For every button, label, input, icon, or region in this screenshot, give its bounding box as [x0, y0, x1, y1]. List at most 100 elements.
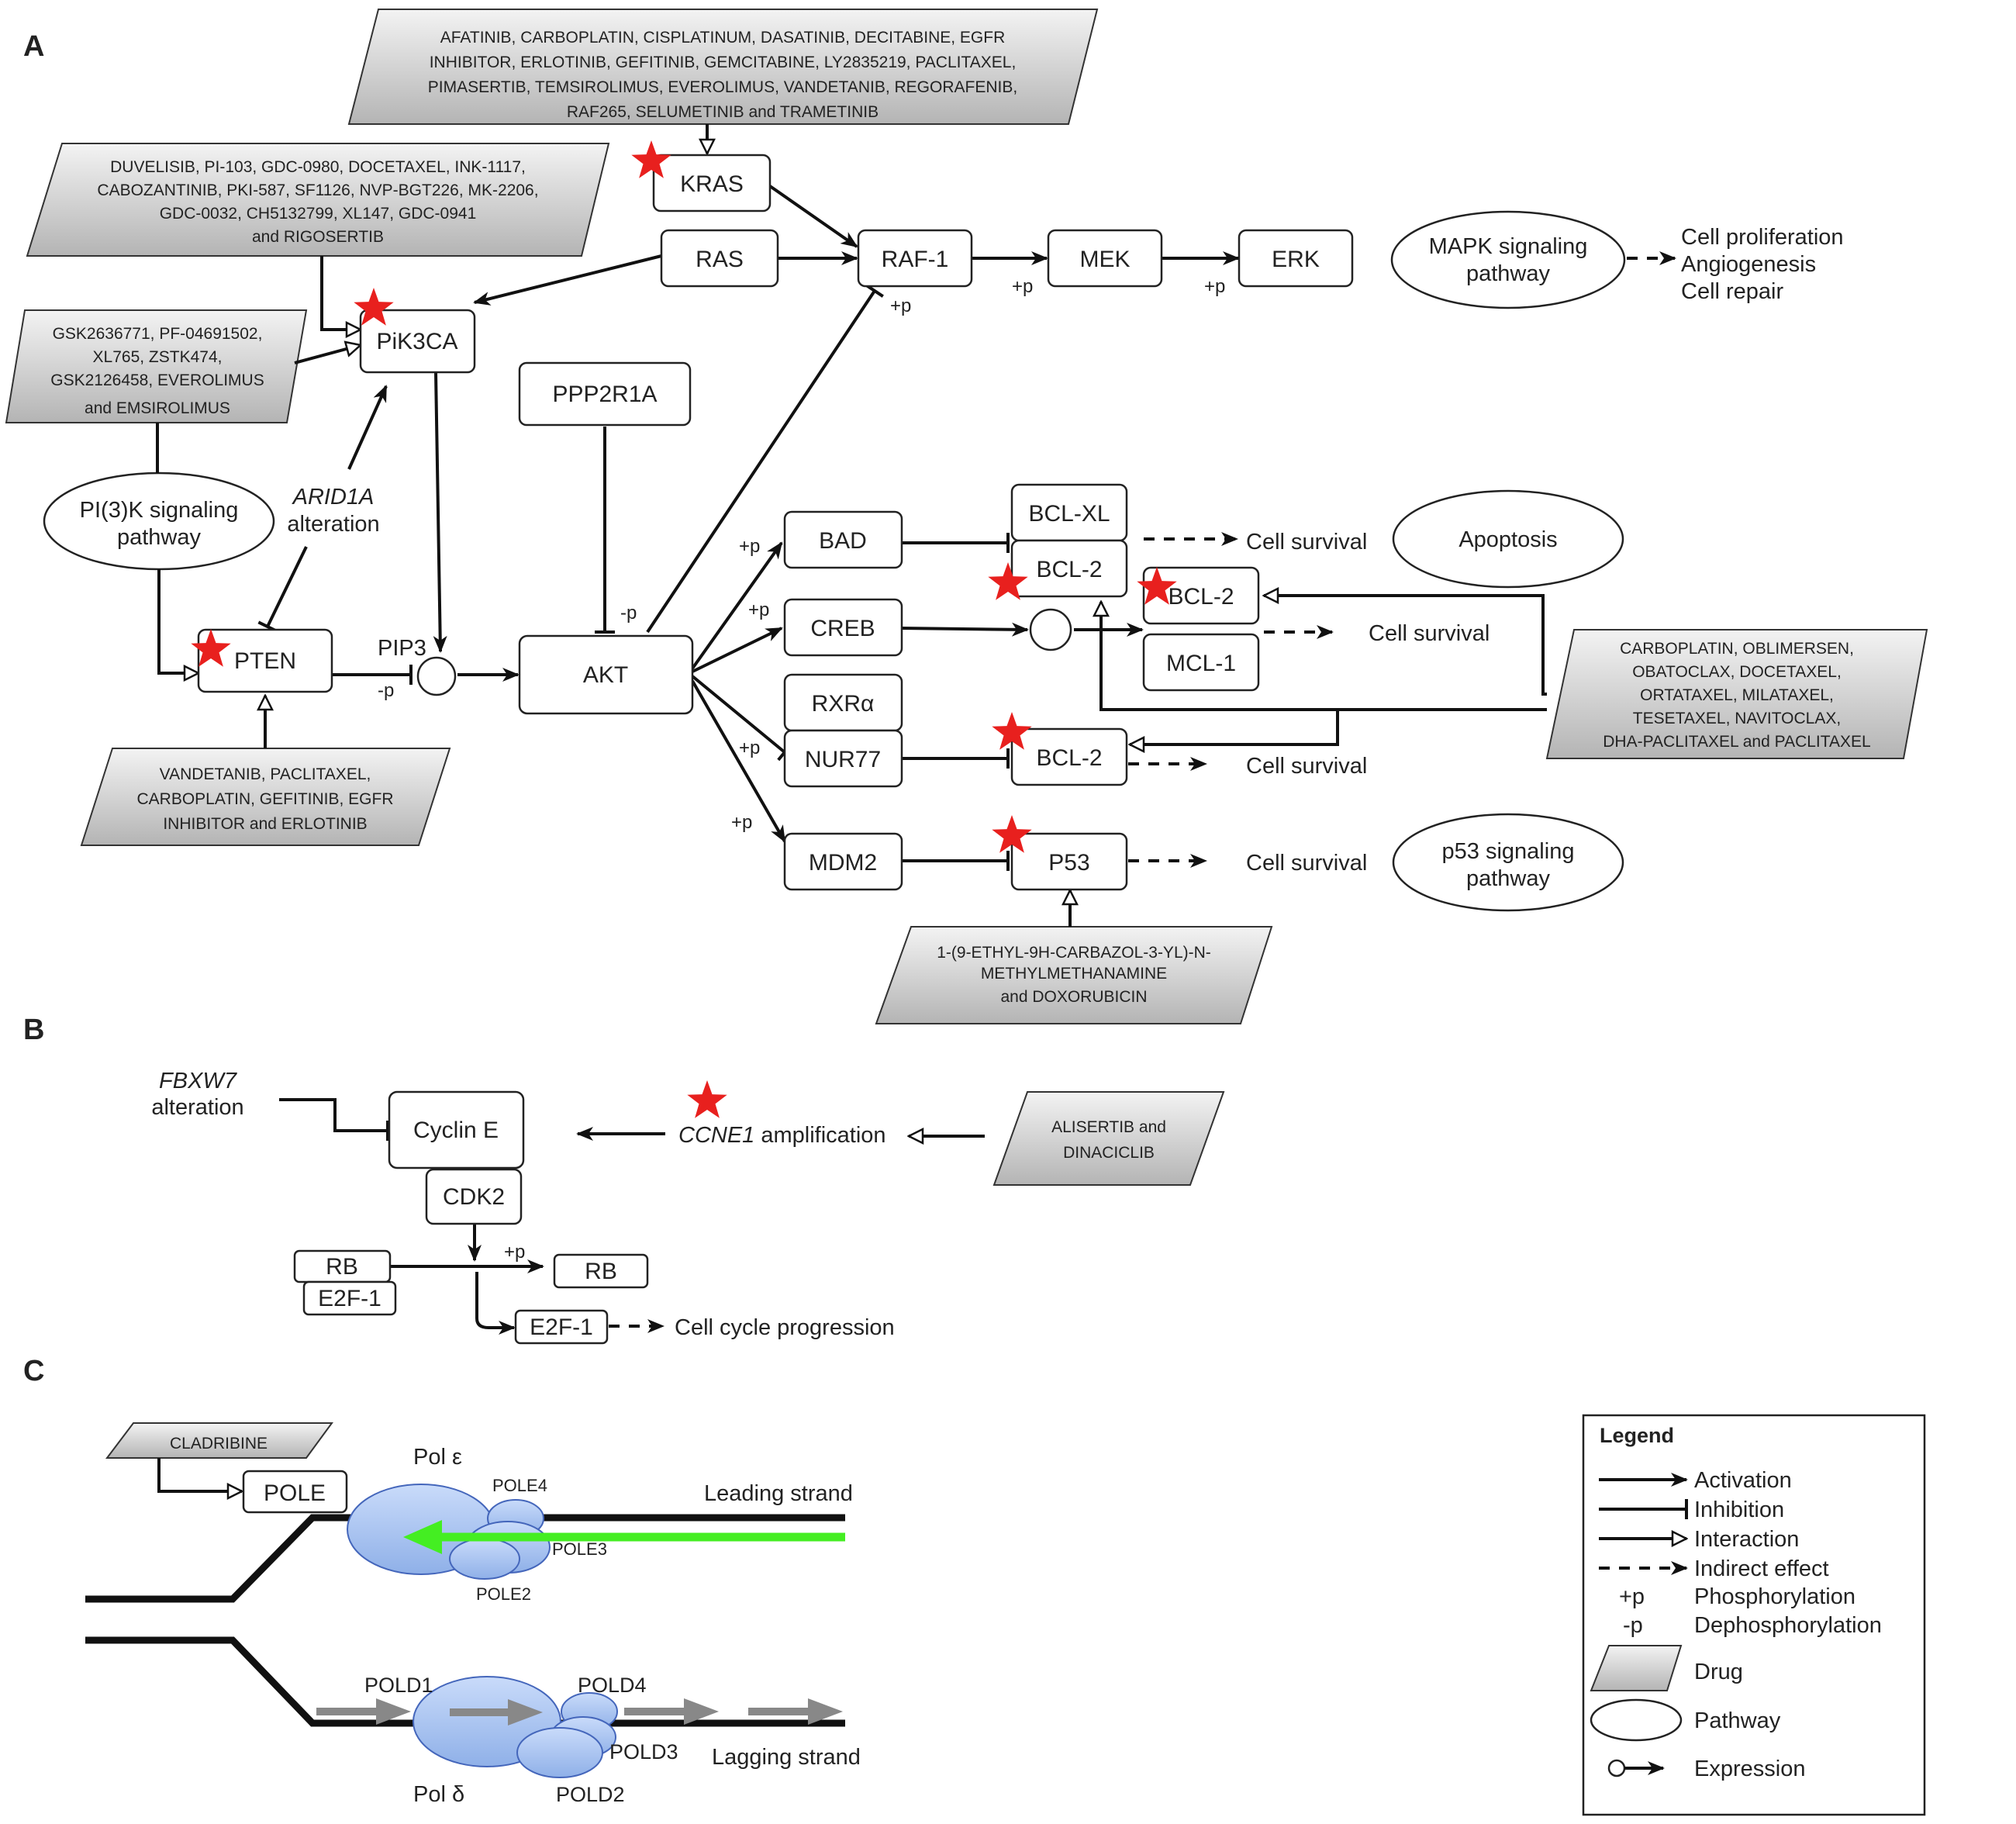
svg-text:Cyclin E: Cyclin E [413, 1118, 499, 1143]
svg-text:+p: +p [739, 738, 760, 758]
svg-text:PI(3)K signaling: PI(3)K signaling [80, 498, 239, 523]
svg-text:Indirect effect: Indirect effect [1694, 1556, 1829, 1581]
svg-text:1-(9-ETHYL-9H-CARBAZOL-3-YL)-N: 1-(9-ETHYL-9H-CARBAZOL-3-YL)-N- [937, 944, 1211, 962]
svg-text:pathway: pathway [1466, 261, 1551, 286]
svg-text:Drug: Drug [1694, 1660, 1743, 1684]
node-creb: CREB [783, 598, 903, 657]
drug-box-ccne1: ALISERTIB and DINACICLIB [992, 1091, 1225, 1186]
pathway-apoptosis: Apoptosis [1392, 489, 1624, 589]
drug-box-pik3ca-left: GSK2636771, PF-04691502, XL765, ZSTK474,… [5, 309, 308, 423]
node-nur77: NUR77 [783, 729, 903, 788]
node-mcl-1: MCL-1 [1142, 633, 1260, 692]
leading-arrow [403, 1520, 845, 1554]
svg-text:E2F-1: E2F-1 [530, 1314, 593, 1340]
drug-box-cladribine: CLADRIBINE [105, 1422, 333, 1459]
drug-box-bcl2: CARBOPLATIN, OBLIMERSEN, OBATOCLAX, DOCE… [1545, 629, 1928, 759]
svg-text:POLE4: POLE4 [492, 1476, 547, 1495]
drug-box-p53: 1-(9-ETHYL-9H-CARBAZOL-3-YL)-N- METHYLME… [875, 926, 1273, 1024]
svg-text:p53 signaling: p53 signaling [1442, 839, 1575, 864]
svg-text:TESETAXEL, NAVITOCLAX,: TESETAXEL, NAVITOCLAX, [1633, 710, 1841, 727]
panel-label-b: B [23, 1014, 44, 1046]
cell-survival-1: Cell survival [1246, 530, 1367, 554]
node-ras: RAS [660, 229, 779, 288]
star-bcl2-lower [992, 712, 1032, 750]
pip3-label: PIP3 [378, 636, 426, 661]
svg-text:alteration: alteration [287, 512, 379, 537]
svg-text:BCL-XL: BCL-XL [1028, 501, 1110, 527]
svg-text:INHIBITOR and ERLOTINIB: INHIBITOR and ERLOTINIB [163, 815, 367, 833]
star-pten [191, 629, 231, 667]
pathway-pi3k: PI(3)K signaling pathway [43, 472, 275, 571]
star-ccne1 [687, 1080, 727, 1118]
fbxw7-label: FBXW7 [159, 1069, 238, 1093]
svg-text:CARBOPLATIN, OBLIMERSEN,: CARBOPLATIN, OBLIMERSEN, [1620, 640, 1854, 658]
svg-text:+p: +p [739, 536, 760, 557]
svg-text:CARBOPLATIN, GEFITINIB, EGFR: CARBOPLATIN, GEFITINIB, EGFR [137, 790, 394, 808]
svg-text:XL765, ZSTK474,: XL765, ZSTK474, [93, 348, 223, 366]
svg-text:PPP2R1A: PPP2R1A [552, 382, 657, 407]
lagging-arrows [316, 1698, 411, 1725]
svg-text:Lagging strand: Lagging strand [712, 1745, 861, 1770]
svg-text:POLD1: POLD1 [364, 1674, 433, 1697]
svg-text:AKT: AKT [583, 662, 628, 688]
node-pole: POLE [242, 1470, 348, 1514]
svg-text:+p: +p [1619, 1584, 1645, 1609]
node-mek: MEK [1047, 229, 1163, 288]
svg-text:BCL-2: BCL-2 [1036, 557, 1102, 582]
svg-text:alteration: alteration [151, 1095, 243, 1120]
svg-text:RAF265, SELUMETINIB and TRAMET: RAF265, SELUMETINIB and TRAMETINIB [567, 103, 879, 121]
cell-cycle-label: Cell cycle progression [675, 1315, 895, 1340]
node-bcl-2-upper: BCL-2 [1010, 539, 1128, 598]
pathway-p53: p53 signaling pathway [1392, 813, 1624, 912]
svg-text:RB: RB [326, 1254, 358, 1280]
svg-text:pathway: pathway [1466, 866, 1551, 891]
svg-text:POLD3: POLD3 [609, 1740, 678, 1764]
svg-text:MDM2: MDM2 [809, 850, 877, 876]
node-erk: ERK [1238, 229, 1354, 288]
cell-survival-2: Cell survival [1369, 621, 1490, 646]
svg-text:Interaction: Interaction [1694, 1527, 1799, 1552]
svg-text:PIMASERTIB, TEMSIROLIMUS, EVER: PIMASERTIB, TEMSIROLIMUS, EVEROLIMUS, VA… [428, 78, 1017, 96]
svg-text:GSK2636771, PF-04691502,: GSK2636771, PF-04691502, [53, 325, 263, 343]
svg-text:Dephosphorylation: Dephosphorylation [1694, 1613, 1882, 1638]
svg-text:Phosphorylation: Phosphorylation [1694, 1584, 1855, 1609]
svg-text:GSK2126458, EVEROLIMUS: GSK2126458, EVEROLIMUS [50, 371, 264, 389]
svg-text:KRAS: KRAS [680, 171, 744, 197]
svg-text:CDK2: CDK2 [443, 1184, 505, 1210]
svg-text:GDC-0032, CH5132799, XL147, GD: GDC-0032, CH5132799, XL147, GDC-0941 [160, 205, 477, 223]
svg-text:RAS: RAS [696, 247, 744, 272]
node-raf1: RAF-1 [857, 229, 973, 288]
node-akt: AKT [518, 634, 694, 715]
svg-text:Pol ε: Pol ε [413, 1445, 462, 1470]
labels-panel-c: Pol ε POLE4 POLE3 POLE2 Leading strand P… [364, 1445, 861, 1807]
svg-text:POLD2: POLD2 [556, 1783, 625, 1806]
svg-text:Expression: Expression [1694, 1757, 1805, 1781]
svg-text:MAPK signaling: MAPK signaling [1429, 234, 1588, 259]
node-bcl-xl: BCL-XL [1010, 483, 1128, 542]
svg-text:AFATINIB, CARBOPLATIN, CISPLAT: AFATINIB, CARBOPLATIN, CISPLATINUM, DASA… [440, 29, 1006, 47]
lagging-arrows-right [624, 1698, 843, 1725]
svg-text:BAD: BAD [819, 528, 867, 554]
legend: Legend Activation Inhibition Interaction… [1582, 1414, 1926, 1816]
svg-text:BCL-2: BCL-2 [1168, 584, 1234, 610]
svg-text:pathway: pathway [117, 525, 202, 550]
node-bad: BAD [783, 510, 903, 569]
svg-text:DUVELISIB, PI-103, GDC-0980, D: DUVELISIB, PI-103, GDC-0980, DOCETAXEL, … [110, 158, 526, 176]
panel-label-a: A [23, 30, 44, 63]
pathway-mapk: MAPK signaling pathway [1390, 210, 1626, 309]
arid1a-label: ARID1A [292, 485, 375, 510]
cell-survival-3: Cell survival [1246, 754, 1367, 779]
svg-text:DHA-PACLITAXEL and PACLITAXEL: DHA-PACLITAXEL and PACLITAXEL [1603, 733, 1870, 751]
svg-text:VANDETANIB, PACLITAXEL,: VANDETANIB, PACLITAXEL, [160, 765, 371, 783]
ccne1-label: CCNE1 amplification [678, 1123, 886, 1148]
svg-text:E2F-1: E2F-1 [318, 1286, 381, 1311]
svg-text:Pol δ: Pol δ [413, 1782, 464, 1807]
node-bcl-2-lower: BCL-2 [1010, 727, 1128, 786]
node-cyclin-e: Cyclin E [388, 1090, 525, 1169]
svg-text:and EMSIROLIMUS: and EMSIROLIMUS [85, 399, 230, 417]
panel-label-c: C [23, 1355, 44, 1387]
svg-text:Apoptosis: Apoptosis [1458, 527, 1557, 552]
node-rb-complex: RB [293, 1249, 392, 1283]
drug-box-kras: AFATINIB, CARBOPLATIN, CISPLATINUM, DASA… [347, 9, 1099, 125]
svg-text:Cell repair: Cell repair [1681, 279, 1783, 304]
